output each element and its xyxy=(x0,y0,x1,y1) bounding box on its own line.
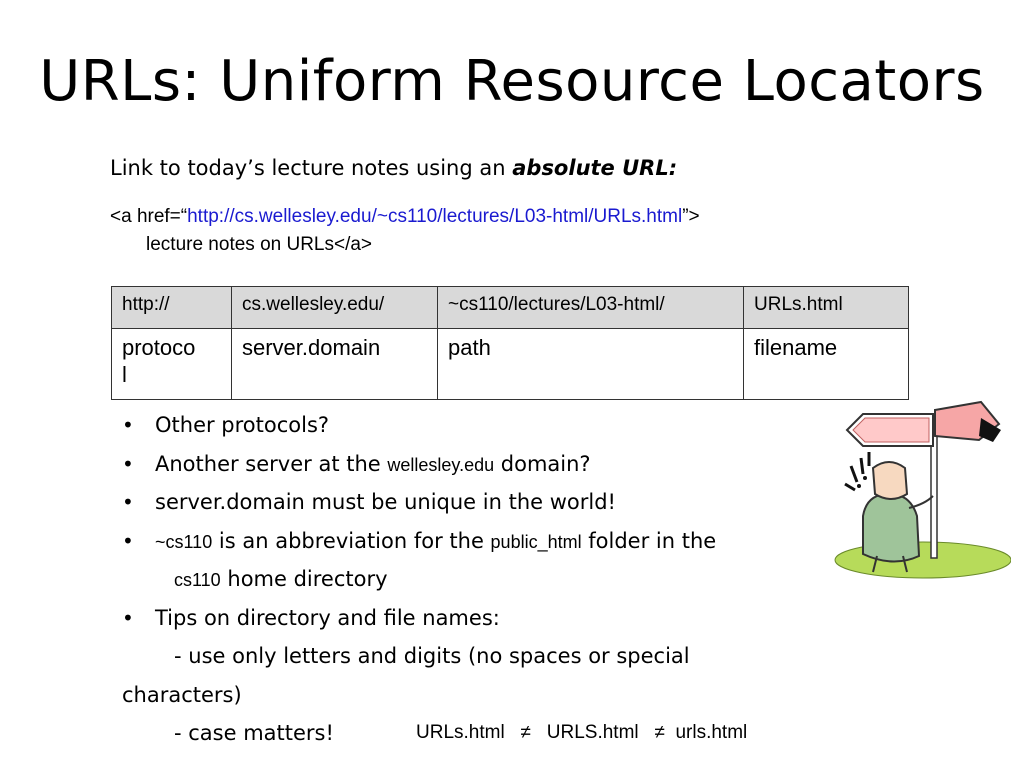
case-comparison: URLs.html ≠ URLS.html ≠ urls.html xyxy=(416,722,748,743)
bullet-text: ~cs110 is an abbreviation for the public… xyxy=(155,522,716,562)
tip-text: - use only letters and digits (no spaces… xyxy=(174,644,690,668)
intro-text: Link to today’s lecture notes using an xyxy=(110,156,513,180)
bullet-text-part: Another server at the xyxy=(155,451,388,476)
table-header-row: http:// cs.wellesley.edu/ ~cs110/lecture… xyxy=(111,286,909,329)
bullet-text-part: domain? xyxy=(494,451,591,476)
bullet-icon: • xyxy=(122,413,134,437)
bullet-code: ~cs110 xyxy=(155,531,213,552)
person-head xyxy=(871,461,909,500)
code-url[interactable]: http://cs.wellesley.edu/~cs110/lectures/… xyxy=(187,206,683,227)
intro-emphasis: absolute URL: xyxy=(512,156,678,180)
bullet-code: wellesley.edu xyxy=(387,454,495,475)
bullet-icon: • xyxy=(122,528,134,553)
bullet-text: server.domain must be unique in the worl… xyxy=(155,490,616,514)
code-line2: lecture notes on URLs</a> xyxy=(146,234,373,255)
confused-person-signpost-icon xyxy=(834,400,1011,579)
table-cell-server: server.domain xyxy=(231,328,438,400)
bullet-text: Other protocols? xyxy=(155,413,330,437)
person-body xyxy=(862,492,921,563)
bullet-code: public_html xyxy=(490,531,582,552)
code-close: ”> xyxy=(682,206,700,227)
ground-shape xyxy=(834,541,1011,579)
bullet-text: Tips on directory and file names: xyxy=(155,605,500,630)
table-row: protoco l server.domain path filename xyxy=(111,328,909,400)
bullet-icon: • xyxy=(122,451,134,476)
table-header-cell: URLs.html xyxy=(743,286,909,329)
intro-line: Link to today’s lecture notes using an a… xyxy=(110,153,677,183)
table-header-cell: ~cs110/lectures/L03-html/ xyxy=(437,286,744,329)
bullet-text: Another server at the wellesley.edu doma… xyxy=(155,445,591,485)
table-header-cell: cs.wellesley.edu/ xyxy=(231,286,438,329)
table-header-cell: http:// xyxy=(111,286,232,329)
code-example: <a href=“http://cs.wellesley.edu/~cs110/… xyxy=(110,203,700,259)
bullet-text-part: home directory xyxy=(220,567,388,591)
bullet-icon: • xyxy=(122,605,134,630)
bullet-text: cs110 home directory xyxy=(174,560,388,600)
code-open: <a href=“ xyxy=(110,206,188,227)
slide-title: URLs: Uniform Resource Locators xyxy=(39,49,985,114)
table-cell-filename: filename xyxy=(743,328,909,400)
bullet-icon: • xyxy=(122,490,134,514)
tip-text: characters) xyxy=(122,682,242,707)
bullet-code: cs110 xyxy=(174,570,221,590)
bullet-text-part: is an abbreviation for the xyxy=(212,528,491,553)
url-parts-table: http:// cs.wellesley.edu/ ~cs110/lecture… xyxy=(111,286,909,400)
table-cell-path: path xyxy=(437,328,744,400)
tip-text: - case matters! xyxy=(174,721,334,745)
confusion-marks xyxy=(844,452,871,492)
bullet-text-part: folder in the xyxy=(581,528,717,553)
table-cell-protocol: protoco l xyxy=(111,328,232,400)
